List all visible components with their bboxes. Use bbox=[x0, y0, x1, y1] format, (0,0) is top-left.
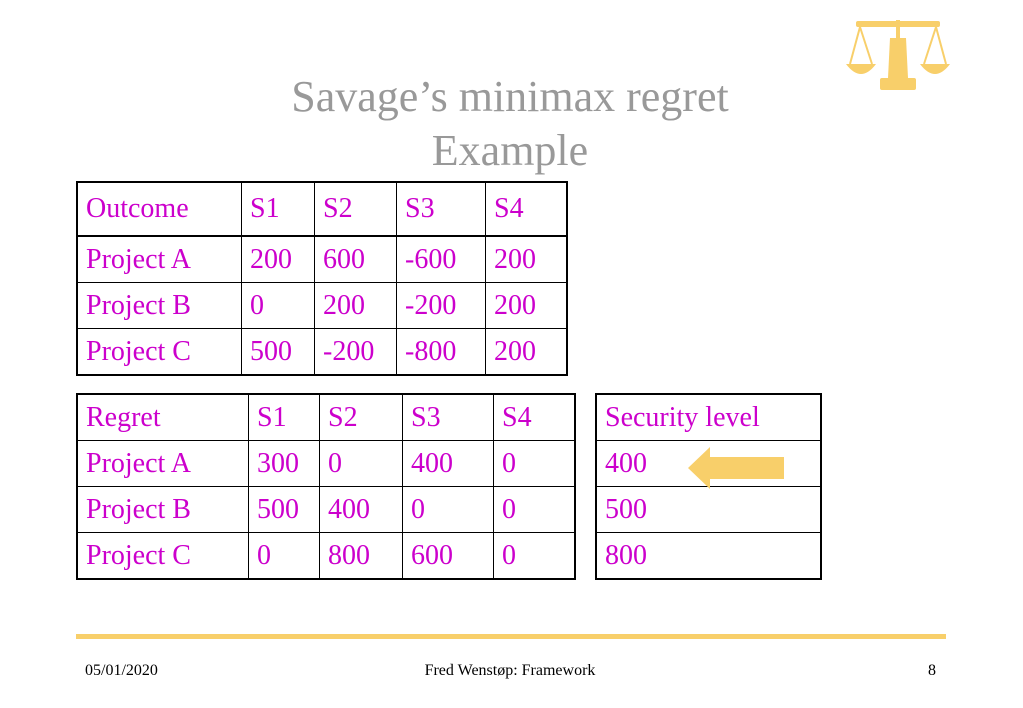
header-cell: S3 bbox=[396, 181, 486, 237]
table-header-row: Regret S1 S2 S3 S4 bbox=[76, 393, 576, 441]
table-row: 500 bbox=[595, 486, 822, 533]
regret-table: Regret S1 S2 S3 S4 Project A 300 0 400 0… bbox=[76, 393, 576, 580]
header-cell: S1 bbox=[241, 181, 315, 237]
table-cell: 0 bbox=[319, 440, 403, 487]
row-label: Project A bbox=[76, 235, 242, 283]
title-line-1: Savage’s minimax regret bbox=[291, 72, 729, 121]
header-cell: Outcome bbox=[76, 181, 242, 237]
outcome-table: Outcome S1 S2 S3 S4 Project A 200 600 -6… bbox=[76, 181, 568, 376]
table-cell: 500 bbox=[248, 486, 320, 533]
table-cell: 200 bbox=[485, 235, 568, 283]
table-cell: 0 bbox=[402, 486, 494, 533]
header-cell: S4 bbox=[485, 181, 568, 237]
table-cell: -200 bbox=[314, 328, 397, 376]
header-cell: S1 bbox=[248, 393, 320, 441]
table-row: Project C 0 800 600 0 bbox=[76, 532, 576, 580]
table-cell: 400 bbox=[402, 440, 494, 487]
table-row: Project A 300 0 400 0 bbox=[76, 440, 576, 487]
row-label: Project A bbox=[76, 440, 249, 487]
table-cell: 200 bbox=[485, 328, 568, 376]
header-cell: Security level bbox=[595, 393, 822, 441]
table-cell: 0 bbox=[493, 440, 576, 487]
table-cell: 0 bbox=[241, 282, 315, 329]
footer-divider bbox=[76, 634, 946, 639]
table-cell: 600 bbox=[402, 532, 494, 580]
footer-date: 05/01/2020 bbox=[85, 662, 158, 679]
table-cell: 200 bbox=[241, 235, 315, 283]
scales-of-justice-icon bbox=[846, 20, 950, 90]
table-cell: 800 bbox=[595, 532, 822, 580]
table-row: Project B 500 400 0 0 bbox=[76, 486, 576, 533]
table-header-row: Outcome S1 S2 S3 S4 bbox=[76, 181, 568, 237]
table-cell: -800 bbox=[396, 328, 486, 376]
footer-author: Fred Wenstøp: Framework bbox=[424, 662, 596, 679]
slide-title: Savage’s minimax regret Example bbox=[180, 70, 840, 178]
table-cell: 500 bbox=[241, 328, 315, 376]
header-cell: S3 bbox=[402, 393, 494, 441]
table-cell: 600 bbox=[314, 235, 397, 283]
table-row: Project A 200 600 -600 200 bbox=[76, 235, 568, 283]
title-line-2: Example bbox=[431, 126, 589, 175]
header-cell: S2 bbox=[319, 393, 403, 441]
table-cell: 200 bbox=[485, 282, 568, 329]
row-label: Project B bbox=[76, 282, 242, 329]
table-cell: -600 bbox=[396, 235, 486, 283]
table-cell: -200 bbox=[396, 282, 486, 329]
row-label: Project C bbox=[76, 328, 242, 376]
table-cell: 0 bbox=[493, 486, 576, 533]
table-cell: 0 bbox=[248, 532, 320, 580]
header-cell: Regret bbox=[76, 393, 249, 441]
table-header-row: Security level bbox=[595, 393, 822, 441]
arrow-left-icon bbox=[688, 447, 784, 489]
table-row: Project C 500 -200 -800 200 bbox=[76, 328, 568, 376]
page-number: 8 bbox=[928, 662, 936, 679]
header-cell: S2 bbox=[314, 181, 397, 237]
row-label: Project B bbox=[76, 486, 249, 533]
table-cell: 400 bbox=[319, 486, 403, 533]
table-cell: 200 bbox=[314, 282, 397, 329]
table-row: 800 bbox=[595, 532, 822, 580]
row-label: Project C bbox=[76, 532, 249, 580]
table-row: Project B 0 200 -200 200 bbox=[76, 282, 568, 329]
header-cell: S4 bbox=[493, 393, 576, 441]
table-cell: 300 bbox=[248, 440, 320, 487]
table-cell: 800 bbox=[319, 532, 403, 580]
table-cell: 500 bbox=[595, 486, 822, 533]
table-cell: 0 bbox=[493, 532, 576, 580]
